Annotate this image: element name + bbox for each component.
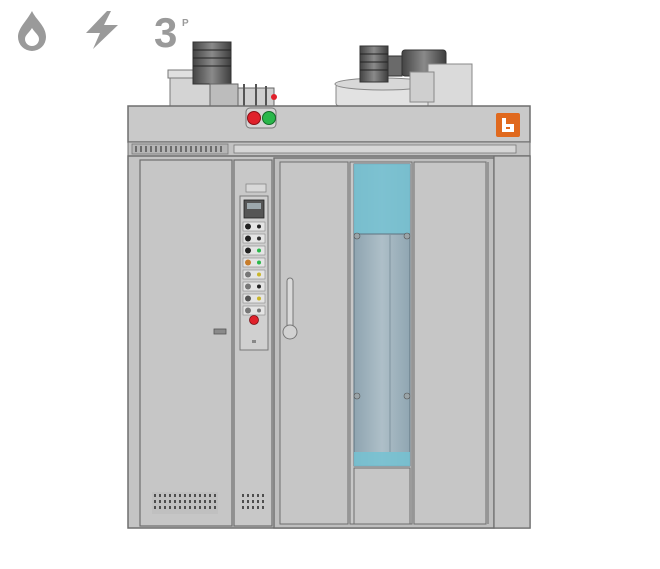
red-indicator-light bbox=[247, 111, 261, 125]
left-side-panel bbox=[139, 159, 233, 527]
right-fan-unit bbox=[334, 45, 473, 107]
left-motor-unit bbox=[167, 41, 277, 107]
svg-text:3: 3 bbox=[154, 9, 177, 52]
right-side-panel bbox=[493, 155, 531, 529]
flame-icon bbox=[18, 11, 46, 51]
spec-icons: 3 P bbox=[14, 8, 214, 54]
emergency-stop-button[interactable] bbox=[249, 315, 259, 325]
top-header-panel bbox=[127, 105, 531, 143]
door-handle[interactable] bbox=[282, 277, 298, 340]
control-buttons[interactable] bbox=[242, 221, 266, 316]
top-vent bbox=[131, 143, 229, 155]
green-indicator-light bbox=[262, 111, 276, 125]
bottom-control-vent bbox=[242, 494, 264, 509]
three-phase-icon: 3 bbox=[154, 9, 177, 52]
lightning-icon bbox=[86, 11, 118, 49]
phase-superscript: P bbox=[182, 18, 189, 29]
b-logo-icon bbox=[496, 113, 520, 137]
panel-latch bbox=[213, 328, 227, 335]
